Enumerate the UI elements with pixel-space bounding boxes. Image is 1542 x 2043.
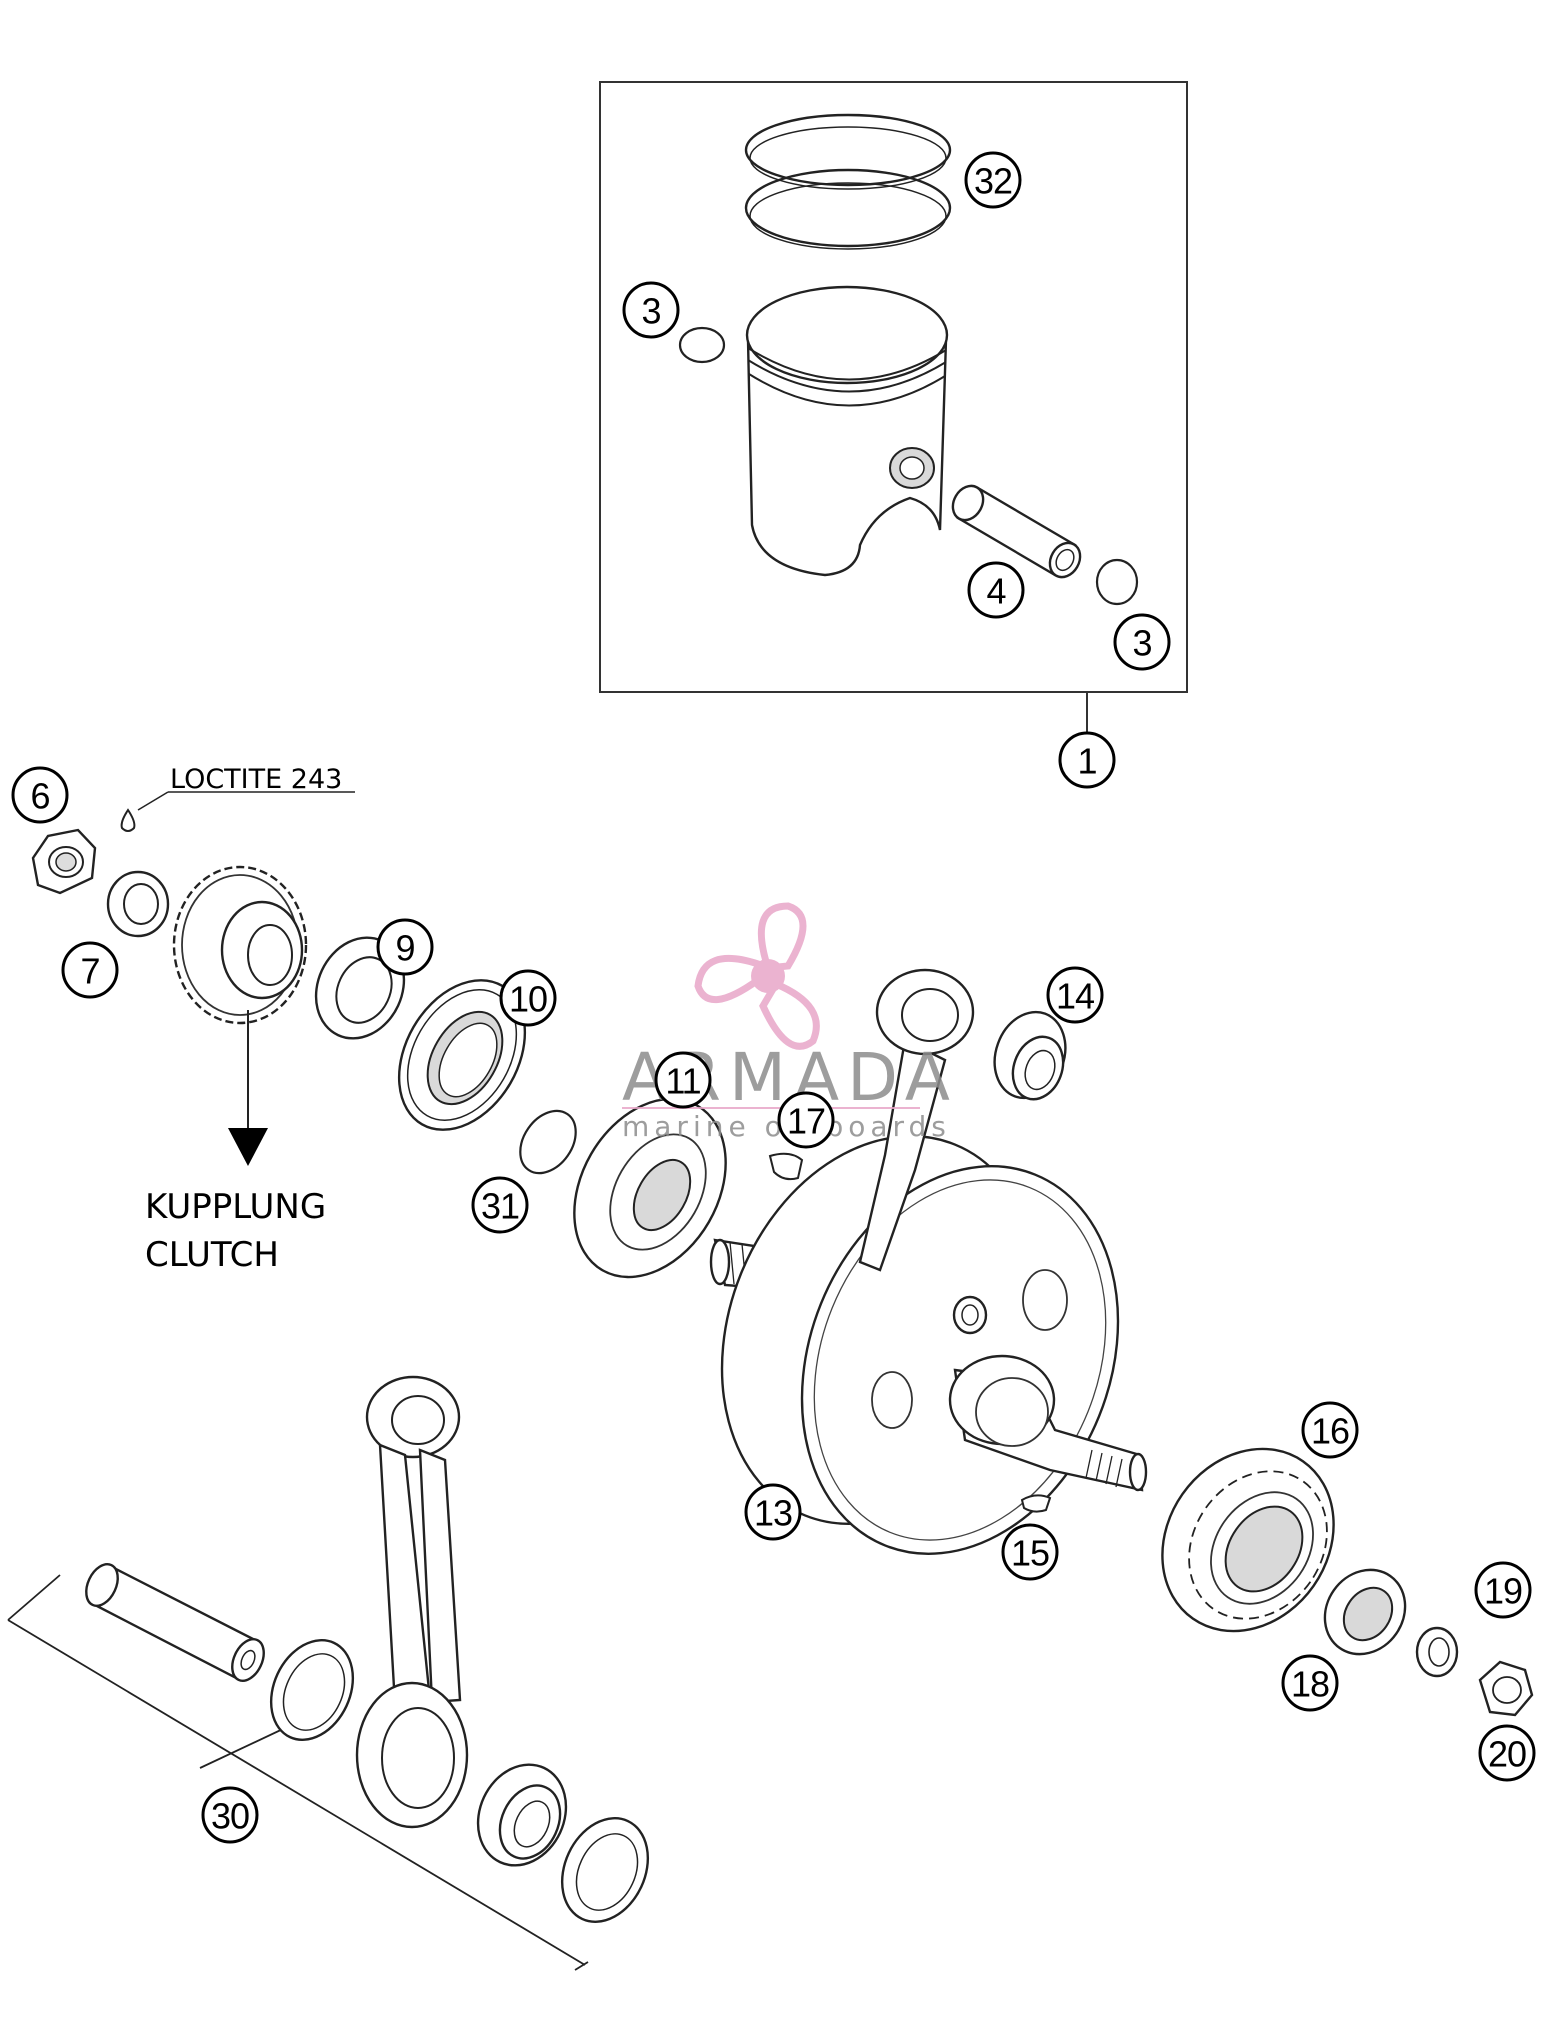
callout-p19: 19 xyxy=(1474,1561,1532,1619)
callout-number: 20 xyxy=(1488,1734,1526,1775)
o-ring-31 xyxy=(519,1109,577,1175)
oil-seal-10 xyxy=(397,979,527,1131)
callout-circle xyxy=(1478,1724,1536,1782)
callout-p32: 32 xyxy=(964,151,1022,209)
callout-circle xyxy=(471,1176,529,1234)
callout-p4: 4 xyxy=(967,561,1025,619)
kupplung-label: KUPPLUNG xyxy=(145,1187,326,1227)
callout-circle xyxy=(964,151,1022,209)
callout-circle xyxy=(1058,731,1116,789)
callout-number: 3 xyxy=(641,291,660,332)
lock-washer-7 xyxy=(106,870,170,938)
callout-p3a: 3 xyxy=(622,281,680,339)
clutch-arrow xyxy=(228,1010,268,1166)
callout-circle xyxy=(622,281,680,339)
clutch-label: CLUTCH xyxy=(145,1235,279,1275)
callout-p10: 10 xyxy=(499,969,557,1027)
callout-p11: 11 xyxy=(654,1051,712,1109)
callout-p31: 31 xyxy=(471,1176,529,1234)
piston-rings xyxy=(744,113,952,250)
callout-circle xyxy=(654,1051,712,1109)
callout-number: 18 xyxy=(1291,1664,1329,1705)
nut-6 xyxy=(31,828,97,895)
propeller-logo xyxy=(694,902,820,1050)
callout-circle xyxy=(777,1091,835,1149)
callout-number: 31 xyxy=(481,1186,519,1227)
callout-circle xyxy=(11,766,69,824)
circlip-right xyxy=(1095,558,1139,606)
callout-number: 3 xyxy=(1132,623,1151,664)
callout-p17: 17 xyxy=(777,1091,835,1149)
callout-p1: 1 xyxy=(1058,731,1116,789)
callout-number: 4 xyxy=(986,571,1005,612)
callout-p13: 13 xyxy=(744,1483,802,1541)
callout-p30: 30 xyxy=(201,1786,259,1844)
callout-circle xyxy=(499,969,557,1027)
callout-p6: 6 xyxy=(11,766,69,824)
callout-number: 32 xyxy=(974,161,1012,202)
callout-number: 17 xyxy=(787,1101,825,1142)
callout-number: 16 xyxy=(1311,1411,1349,1452)
ball-bearing-11 xyxy=(573,1097,727,1279)
roller-bearing-16 xyxy=(1161,1447,1335,1633)
connecting-rod xyxy=(858,968,975,1272)
callout-p18: 18 xyxy=(1281,1654,1339,1712)
callout-number: 6 xyxy=(30,776,49,817)
callout-number: 14 xyxy=(1056,976,1094,1017)
callout-number: 19 xyxy=(1484,1571,1522,1612)
callout-circle xyxy=(1301,1401,1359,1459)
callout-circle xyxy=(376,918,434,976)
piston-kit-box xyxy=(599,81,1188,735)
piston-pin xyxy=(951,484,1082,579)
callout-number: 9 xyxy=(395,928,414,969)
callout-circle xyxy=(1474,1561,1532,1619)
callout-number: 1 xyxy=(1077,741,1096,782)
primary-gear xyxy=(172,865,308,1025)
callout-p20: 20 xyxy=(1478,1724,1536,1782)
piston xyxy=(745,285,949,577)
woodruff-key-15 xyxy=(1020,1494,1052,1513)
callout-circle xyxy=(61,941,119,999)
callout-number: 30 xyxy=(211,1796,249,1837)
callout-p15: 15 xyxy=(1001,1523,1059,1581)
callout-circle xyxy=(967,561,1025,619)
lock-washer-19 xyxy=(1415,1626,1459,1678)
spacer-ring-18 xyxy=(1323,1568,1407,1656)
callout-circle xyxy=(744,1483,802,1541)
callout-circle xyxy=(1046,966,1104,1024)
loctite-droplet xyxy=(120,791,355,832)
callout-p7: 7 xyxy=(61,941,119,999)
crankshaft-13 xyxy=(709,1135,1148,1555)
circlip-left xyxy=(678,326,726,364)
needle-bearing-14 xyxy=(993,1010,1067,1101)
callout-circle xyxy=(201,1786,259,1844)
callout-p3b: 3 xyxy=(1113,613,1171,671)
callout-p16: 16 xyxy=(1301,1401,1359,1459)
callout-p14: 14 xyxy=(1046,966,1104,1024)
callout-circle xyxy=(1281,1654,1339,1712)
callout-number: 13 xyxy=(754,1493,792,1534)
callout-circle xyxy=(1113,613,1171,671)
callout-p9: 9 xyxy=(376,918,434,976)
callout-number: 15 xyxy=(1011,1533,1049,1574)
nut-20 xyxy=(1478,1660,1534,1717)
woodruff-key-17 xyxy=(768,1152,804,1181)
callout-number: 10 xyxy=(509,979,547,1020)
callout-number: 11 xyxy=(665,1061,700,1102)
conrod-kit-30 xyxy=(7,1375,650,1971)
callout-circle xyxy=(1001,1523,1059,1581)
loctite-label: LOCTITE 243 xyxy=(170,764,342,795)
callout-number: 7 xyxy=(80,951,99,992)
